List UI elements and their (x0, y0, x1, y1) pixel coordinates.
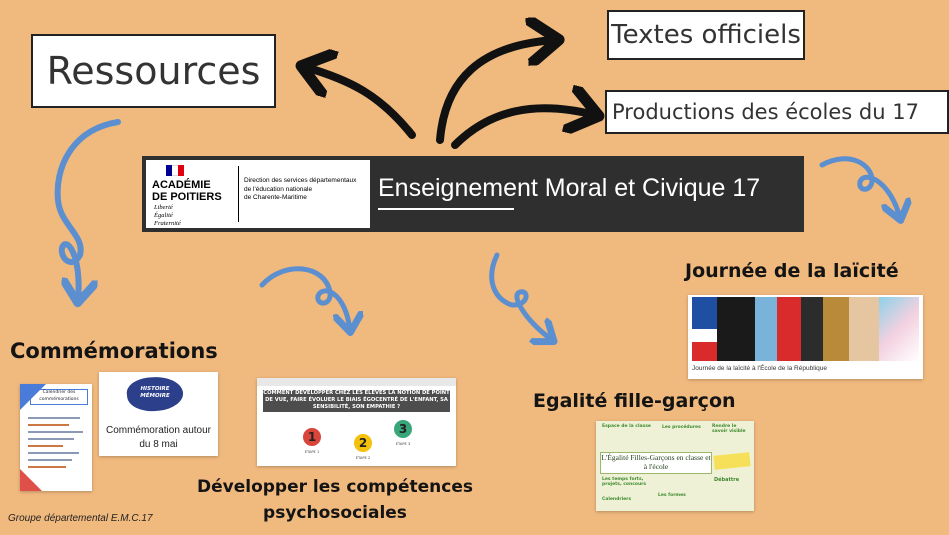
step-2-icon: 2 (354, 434, 372, 452)
arrow-to-competences (259, 266, 350, 330)
poster-tag-debattre: Débattre (714, 477, 740, 483)
direction-line2: de l'éducation nationale (244, 185, 313, 193)
motto-fraternite: Fraternité (154, 220, 181, 227)
marianne-flag-icon (166, 165, 184, 176)
competences-heading-line2: psychosociales (263, 503, 407, 523)
laicite-card[interactable]: Journée de la laïcité à l'École de la Ré… (688, 295, 923, 379)
competences-card-header (257, 378, 456, 386)
step-1-icon: 1 (303, 428, 321, 446)
academie-line2: DE POITIERS (152, 191, 222, 203)
poster-tag-espace: Espace de la classe (602, 424, 651, 429)
dsden-direction: Direction des services départementaux de… (244, 177, 356, 203)
poster-title: L'Égalité Filles-Garçons en classe et à … (600, 452, 712, 474)
calendar-lines (28, 412, 86, 473)
poster-tag-formes: Les formes (658, 493, 686, 498)
step-1-caption: ÉTAPE 1 (304, 450, 320, 454)
direction-line3: de Charente-Maritime (244, 194, 307, 201)
calendar-corner-red (20, 469, 42, 491)
commemorations-calendar-card[interactable]: Calendrier des commémorations (20, 384, 92, 491)
poster-tag-savoir: Rendre le savoir visible (712, 424, 746, 434)
step-3-icon: 3 (394, 420, 412, 438)
calendar-title: Calendrier des commémorations (30, 389, 88, 405)
footer-credit: Groupe départemental E.M.C.17 (8, 513, 153, 524)
academie-logo: ACADÉMIE DE POITIERS Liberté Égalité Fra… (146, 160, 370, 228)
republic-motto: Liberté Égalité Fraternité (154, 204, 181, 228)
arrow-to-textes (436, 40, 555, 144)
poster-tag-calendriers: Calendriers (602, 497, 632, 502)
egalite-poster-card[interactable]: Espace de la classe Les procédures Rendr… (596, 421, 754, 511)
arrow-to-ressources (305, 67, 416, 139)
motto-liberte: Liberté (154, 204, 173, 211)
laicite-heading[interactable]: Journée de la laïcité (685, 260, 899, 282)
calendar-corner-decoration (20, 384, 46, 410)
arrow-to-egalite (489, 252, 552, 340)
ressources-box[interactable]: Ressources (31, 34, 276, 108)
step-3-caption: ÉTAPE 3 (395, 442, 411, 446)
commemoration-caption: Commémoration autour du 8 mai (105, 425, 212, 450)
egalite-heading[interactable]: Egalité fille-garçon (533, 390, 736, 412)
arrow-to-laicite (819, 156, 900, 218)
competences-card-title: COMMENT DÉVELOPPER CHEZ LES ÉLÈVES LA NO… (263, 390, 450, 412)
academie-name: ACADÉMIE DE POITIERS (152, 179, 222, 203)
productions-box[interactable]: Productions des écoles du 17 (605, 90, 949, 134)
poster-tag-temps-forts: Les temps forts, projets, concours (602, 477, 647, 487)
poster-sticker-icon (713, 452, 751, 470)
logo-divider (238, 166, 239, 222)
banner-title-underline (378, 208, 514, 210)
commemoration-8-mai-card[interactable]: HISTOIRE MÉMOIRE Commémoration autour du… (99, 372, 218, 456)
competences-card[interactable]: COMMENT DÉVELOPPER CHEZ LES ÉLÈVES LA NO… (257, 378, 456, 466)
laicite-collage-image (692, 297, 919, 361)
histoire-memoire-badge-text: HISTOIRE MÉMOIRE (140, 386, 170, 399)
commemorations-heading[interactable]: Commémorations (10, 339, 218, 363)
competences-heading[interactable]: Développer les compétences psychosociale… (190, 474, 480, 526)
poster-tag-procedures: Les procédures (662, 425, 701, 430)
productions-label: Productions des écoles du 17 (612, 100, 919, 124)
banner-title: Enseignement Moral et Civique 17 (378, 174, 761, 202)
textes-officiels-label: Textes officiels (611, 20, 801, 50)
arrow-to-productions (451, 108, 595, 149)
step-2-caption: ÉTAPE 2 (355, 456, 371, 460)
banner: ACADÉMIE DE POITIERS Liberté Égalité Fra… (142, 156, 804, 232)
laicite-caption: Journée de la laïcité à l'École de la Ré… (692, 365, 827, 372)
direction-line1: Direction des services départementaux (244, 177, 357, 184)
ressources-label: Ressources (46, 49, 261, 93)
academie-line1: ACADÉMIE (152, 179, 211, 191)
motto-egalite: Égalité (154, 212, 173, 219)
textes-officiels-box[interactable]: Textes officiels (607, 10, 805, 60)
arrow-to-commemorations (54, 119, 121, 300)
competences-heading-line1: Développer les compétences (197, 477, 473, 497)
